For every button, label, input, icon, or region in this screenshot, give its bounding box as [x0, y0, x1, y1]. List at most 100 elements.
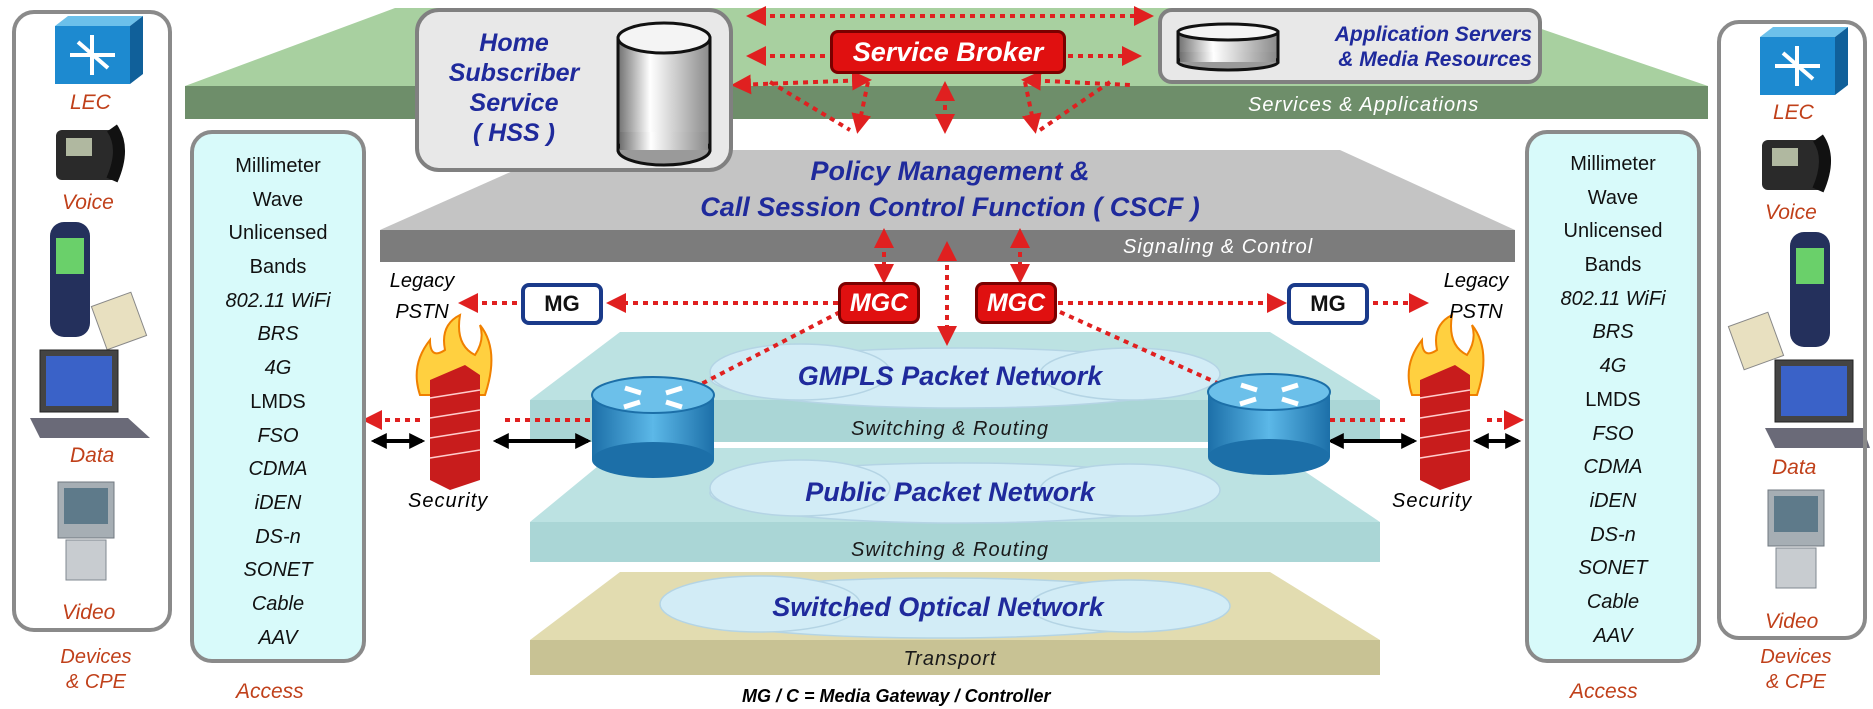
storage-disk-icon — [1176, 22, 1280, 72]
access-item: LMDS — [1585, 388, 1641, 411]
lec-label-left: LEC — [70, 91, 111, 114]
service-broker-box: Service Broker — [830, 30, 1066, 74]
public-cloud — [709, 459, 1221, 524]
mgc-box-right: MGC — [975, 282, 1057, 324]
services-band-label: Services & Applications — [1248, 94, 1480, 116]
access-item: FSO — [257, 424, 299, 447]
lec-label-right: LEC — [1773, 101, 1814, 124]
access-item: BRS — [1592, 321, 1634, 344]
app-servers-label: Application Servers & Media Resources — [1302, 22, 1532, 72]
app-servers-box: Application Servers & Media Resources — [1158, 8, 1542, 84]
access-item: AAV — [258, 626, 298, 649]
access-item: SONET — [1578, 557, 1648, 580]
gmpls-cloud — [709, 343, 1221, 409]
public-band-label: Switching & Routing — [851, 539, 1049, 561]
legacy-line2: PSTN — [395, 301, 449, 323]
laptop-icon — [30, 349, 150, 438]
phone-icon — [1762, 134, 1831, 193]
router-icon — [1207, 373, 1331, 475]
firewall-icon — [415, 313, 493, 490]
hss-line-service: Service — [469, 89, 559, 117]
access-item: CDMA — [1583, 456, 1643, 479]
voice-label-left: Voice — [62, 191, 114, 214]
laptop-icon — [1765, 359, 1870, 448]
access-item: CDMA — [248, 458, 308, 481]
legacy-line1: Legacy — [389, 270, 455, 292]
access-item: BRS — [257, 323, 299, 346]
app-servers-line1: Application Servers — [1334, 23, 1532, 46]
cscf-label: Policy Management & Call Session Control… — [600, 153, 1300, 225]
lec-switch-icon — [1760, 27, 1848, 95]
access-item: Unlicensed — [1563, 220, 1663, 243]
access-item: DS-n — [255, 525, 301, 548]
access-item: Unlicensed — [228, 222, 328, 245]
access-item: Millimeter — [1570, 153, 1656, 175]
data-label-right: Data — [1772, 456, 1817, 479]
access-caption-left: Access — [236, 680, 304, 703]
security-label-right: Security — [1392, 490, 1473, 512]
access-item: AAV — [1593, 624, 1633, 647]
access-item: iDEN — [1589, 489, 1637, 512]
access-item: Wave — [1587, 186, 1639, 209]
mg-box-left: MG — [521, 283, 603, 325]
video-terminal-icon — [57, 481, 115, 581]
video-label-left: Video — [62, 601, 116, 624]
router-icon — [591, 376, 715, 478]
access-item: Wave — [252, 188, 304, 211]
legacy-line1: Legacy — [1443, 270, 1509, 292]
mobile-phone-icon — [1727, 232, 1830, 371]
access-item: Bands — [249, 256, 307, 279]
cscf-line2: Call Session Control Function ( CSCF ) — [700, 192, 1200, 222]
mgc-box-left: MGC — [838, 282, 920, 324]
access-item: iDEN — [254, 491, 302, 514]
voice-label-right: Voice — [1765, 201, 1817, 224]
devices-caption-line2: & CPE — [1765, 671, 1827, 693]
access-item: Cable — [1586, 590, 1640, 613]
gmpls-title: GMPLS Packet Network — [797, 361, 1103, 391]
hss-line-subscriber: Subscriber — [448, 59, 580, 87]
devices-caption-left: Devices & CPE — [48, 645, 144, 695]
access-item: 802.11 WiFi — [1560, 287, 1666, 310]
legacy-pstn-left: Legacy PSTN — [376, 266, 468, 328]
cscf-line1: Policy Management & — [810, 156, 1090, 186]
transport-band-label: Transport — [903, 648, 997, 670]
access-item: Cable — [251, 592, 305, 615]
access-item: DS-n — [1590, 523, 1636, 546]
data-label-left: Data — [70, 444, 115, 467]
devices-panel-right — [1717, 20, 1867, 640]
devices-caption-line1: Devices — [1760, 646, 1832, 668]
access-item: Bands — [1584, 254, 1642, 277]
access-item: FSO — [1592, 422, 1634, 445]
hss-line-abbrev: ( HSS ) — [473, 119, 555, 147]
access-caption-right: Access — [1570, 680, 1638, 703]
hss-label: Home Subscriber Service ( HSS ) — [439, 28, 589, 148]
access-item: Millimeter — [235, 155, 321, 177]
database-cylinder-icon — [616, 21, 712, 167]
access-item: 802.11 WiFi — [225, 289, 331, 312]
devices-caption-line2: & CPE — [65, 671, 127, 693]
access-item: LMDS — [250, 390, 306, 413]
firewall-icon — [1407, 313, 1485, 490]
devices-panel-left — [12, 10, 172, 632]
legacy-line2: PSTN — [1449, 301, 1503, 323]
optical-title: Switched Optical Network — [772, 592, 1104, 622]
hss-box: Home Subscriber Service ( HSS ) — [415, 8, 733, 172]
public-title: Public Packet Network — [805, 477, 1095, 507]
optical-cloud — [659, 575, 1231, 639]
access-item: SONET — [243, 559, 313, 582]
video-label-right: Video — [1765, 610, 1819, 633]
mg-box-right: MG — [1287, 283, 1369, 325]
access-item: 4G — [264, 357, 292, 380]
app-servers-line2: & Media Resources — [1338, 48, 1532, 71]
video-terminal-icon — [1767, 489, 1825, 589]
devices-caption-line1: Devices — [60, 646, 132, 668]
security-label-left: Security — [408, 490, 489, 512]
devices-caption-right: Devices & CPE — [1748, 645, 1844, 695]
gmpls-band-label: Switching & Routing — [851, 418, 1049, 440]
signaling-band-label: Signaling & Control — [1123, 236, 1314, 258]
hss-line-home: Home — [479, 29, 549, 57]
